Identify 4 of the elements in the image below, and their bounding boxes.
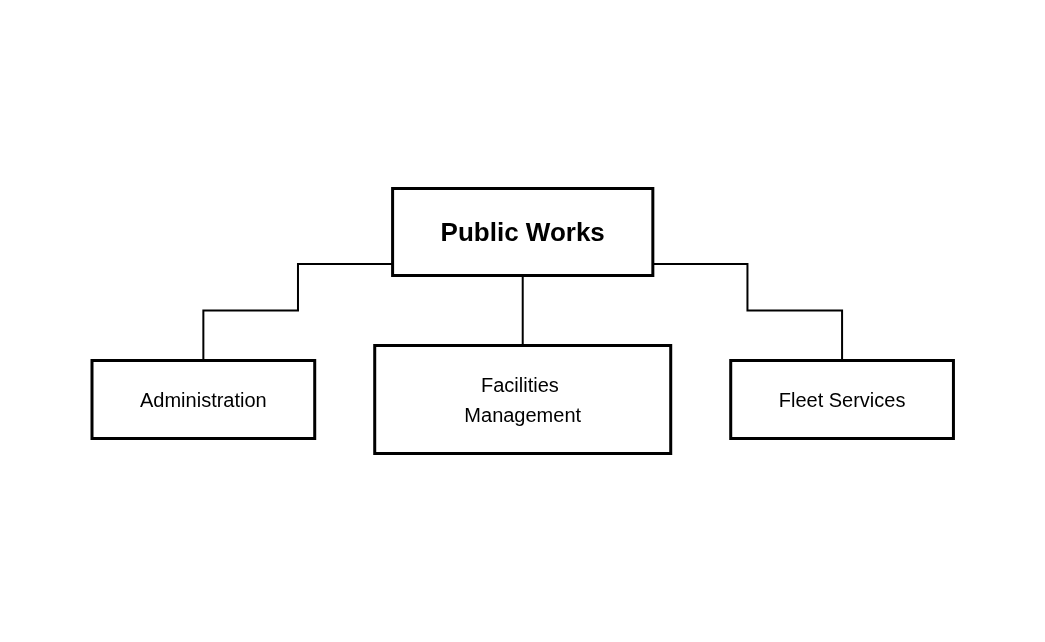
node-box: Facilities Management	[373, 344, 672, 455]
node-box: Public Works	[390, 187, 655, 277]
node-box: Fleet Services	[729, 359, 955, 440]
node-box: Administration	[90, 359, 316, 440]
